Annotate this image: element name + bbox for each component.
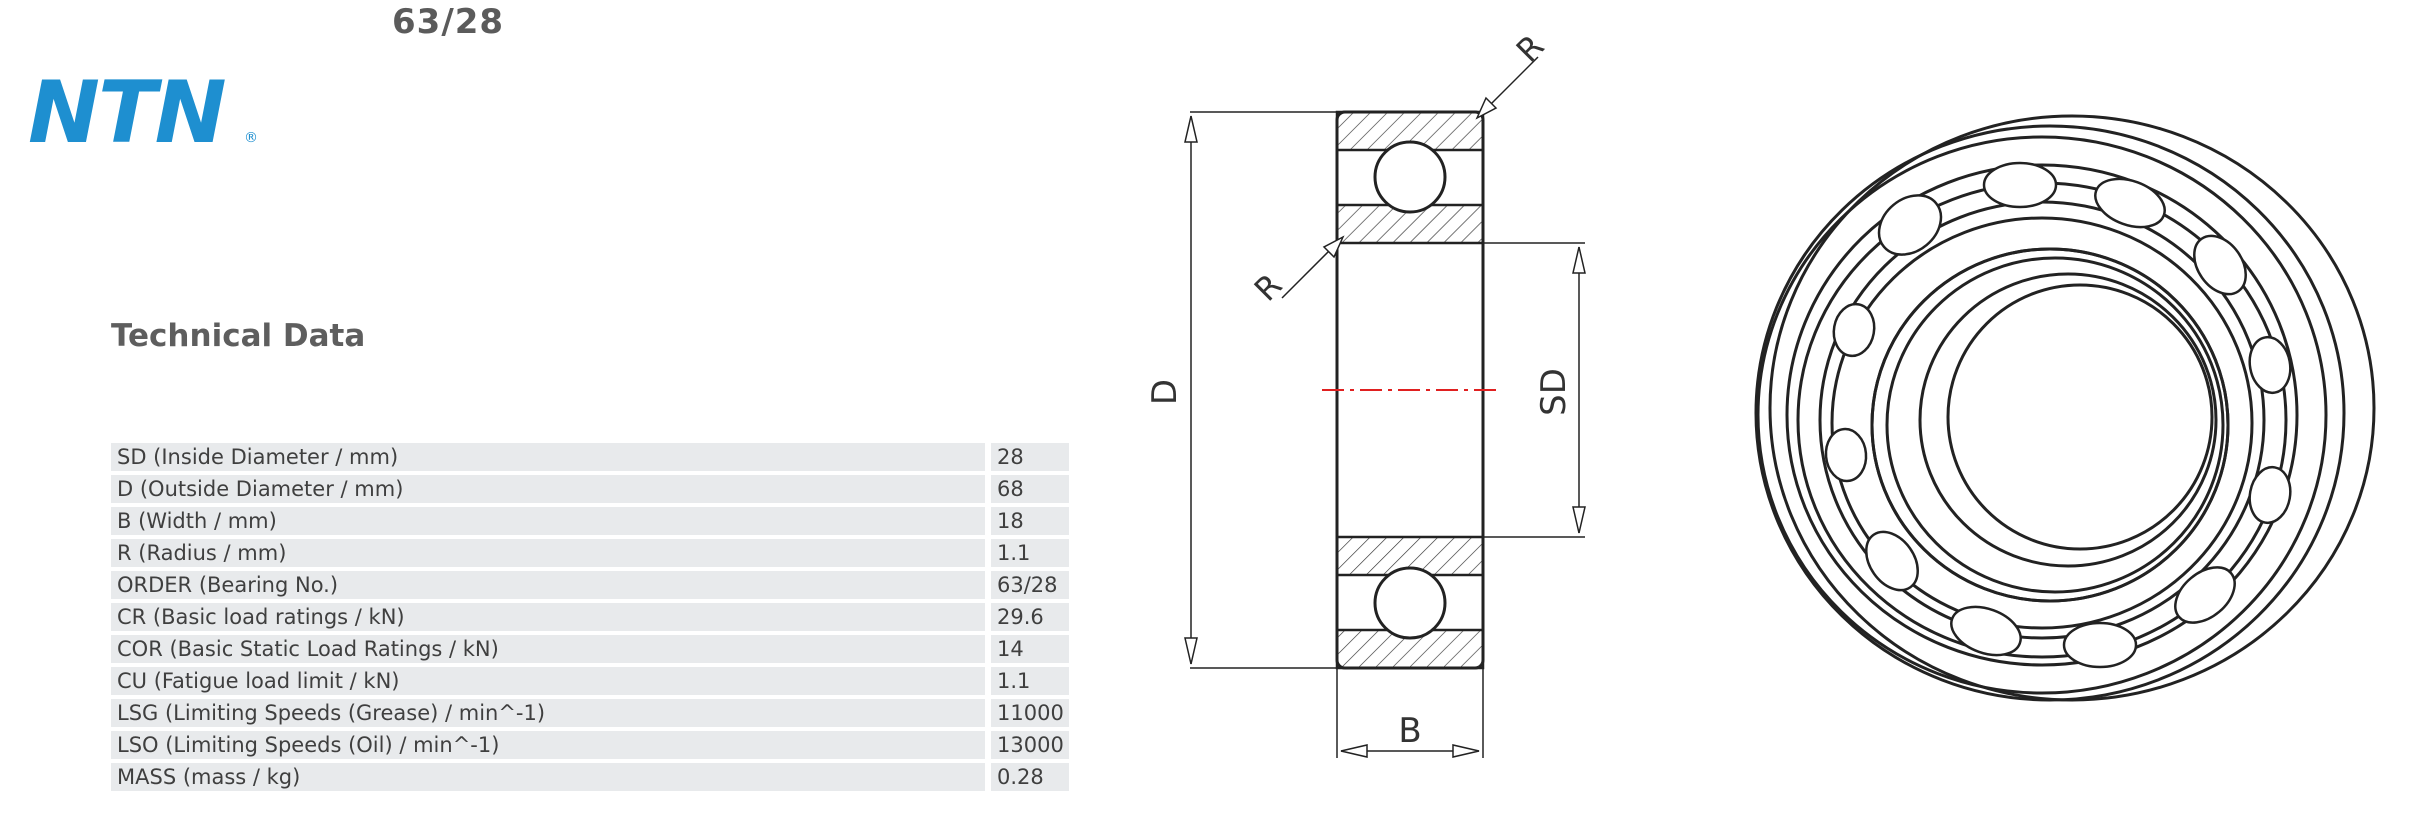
- logo-text: NTN: [28, 72, 226, 152]
- spec-gap: [985, 539, 991, 567]
- spec-value: 29.6: [991, 603, 1069, 631]
- spec-value: 63/28: [991, 571, 1069, 599]
- spec-value: 18: [991, 507, 1069, 535]
- spec-label: CR (Basic load ratings / kN): [111, 603, 985, 631]
- spec-row: MASS (mass / kg)0.28: [111, 763, 1069, 791]
- spec-value: 14: [991, 635, 1069, 663]
- technical-data-heading: Technical Data: [111, 318, 366, 354]
- spec-row: SD (Inside Diameter / mm)28: [111, 443, 1069, 471]
- dim-r-bottom-label: R: [1247, 266, 1290, 309]
- spec-row: COR (Basic Static Load Ratings / kN)14: [111, 635, 1069, 663]
- spec-label: SD (Inside Diameter / mm): [111, 443, 985, 471]
- spec-gap: [985, 603, 991, 631]
- spec-label: R (Radius / mm): [111, 539, 985, 567]
- spec-row: ORDER (Bearing No.)63/28: [111, 571, 1069, 599]
- spec-value: 11000: [991, 699, 1069, 727]
- spec-value: 1.1: [991, 667, 1069, 695]
- spec-label: B (Width / mm): [111, 507, 985, 535]
- spec-value: 13000: [991, 731, 1069, 759]
- bearing-perspective-drawing: [1754, 114, 2376, 702]
- spec-row: D (Outside Diameter / mm)68: [111, 475, 1069, 503]
- cross-section-drawing: D SD B R R: [1145, 27, 1586, 758]
- dim-d-label: D: [1145, 379, 1185, 405]
- part-number-title: 63/28: [392, 2, 505, 42]
- spec-row: CU (Fatigue load limit / kN)1.1: [111, 667, 1069, 695]
- spec-label: LSO (Limiting Speeds (Oil) / min^-1): [111, 731, 985, 759]
- dim-sd-label: SD: [1534, 368, 1574, 416]
- spec-row: R (Radius / mm)1.1: [111, 539, 1069, 567]
- spec-gap: [985, 571, 991, 599]
- spec-row: B (Width / mm)18: [111, 507, 1069, 535]
- spec-value: 0.28: [991, 763, 1069, 791]
- spec-gap: [985, 763, 991, 791]
- spec-gap: [985, 667, 991, 695]
- spec-value: 1.1: [991, 539, 1069, 567]
- spec-row: LSG (Limiting Speeds (Grease) / min^-1)1…: [111, 699, 1069, 727]
- spec-label: CU (Fatigue load limit / kN): [111, 667, 985, 695]
- spec-label: MASS (mass / kg): [111, 763, 985, 791]
- spec-label: COR (Basic Static Load Ratings / kN): [111, 635, 985, 663]
- ntn-logo: NTN ®: [28, 63, 268, 163]
- registered-mark: ®: [244, 130, 258, 146]
- spec-row: CR (Basic load ratings / kN)29.6: [111, 603, 1069, 631]
- spec-gap: [985, 635, 991, 663]
- spec-value: 28: [991, 443, 1069, 471]
- spec-label: ORDER (Bearing No.): [111, 571, 985, 599]
- spec-row: LSO (Limiting Speeds (Oil) / min^-1)1300…: [111, 731, 1069, 759]
- spec-gap: [985, 443, 991, 471]
- spec-label: D (Outside Diameter / mm): [111, 475, 985, 503]
- spec-gap: [985, 699, 991, 727]
- spec-gap: [985, 507, 991, 535]
- dim-r-top-label: R: [1509, 27, 1552, 70]
- spec-label: LSG (Limiting Speeds (Grease) / min^-1): [111, 699, 985, 727]
- dim-b-label: B: [1398, 711, 1421, 751]
- spec-gap: [985, 475, 991, 503]
- spec-gap: [985, 731, 991, 759]
- spec-value: 68: [991, 475, 1069, 503]
